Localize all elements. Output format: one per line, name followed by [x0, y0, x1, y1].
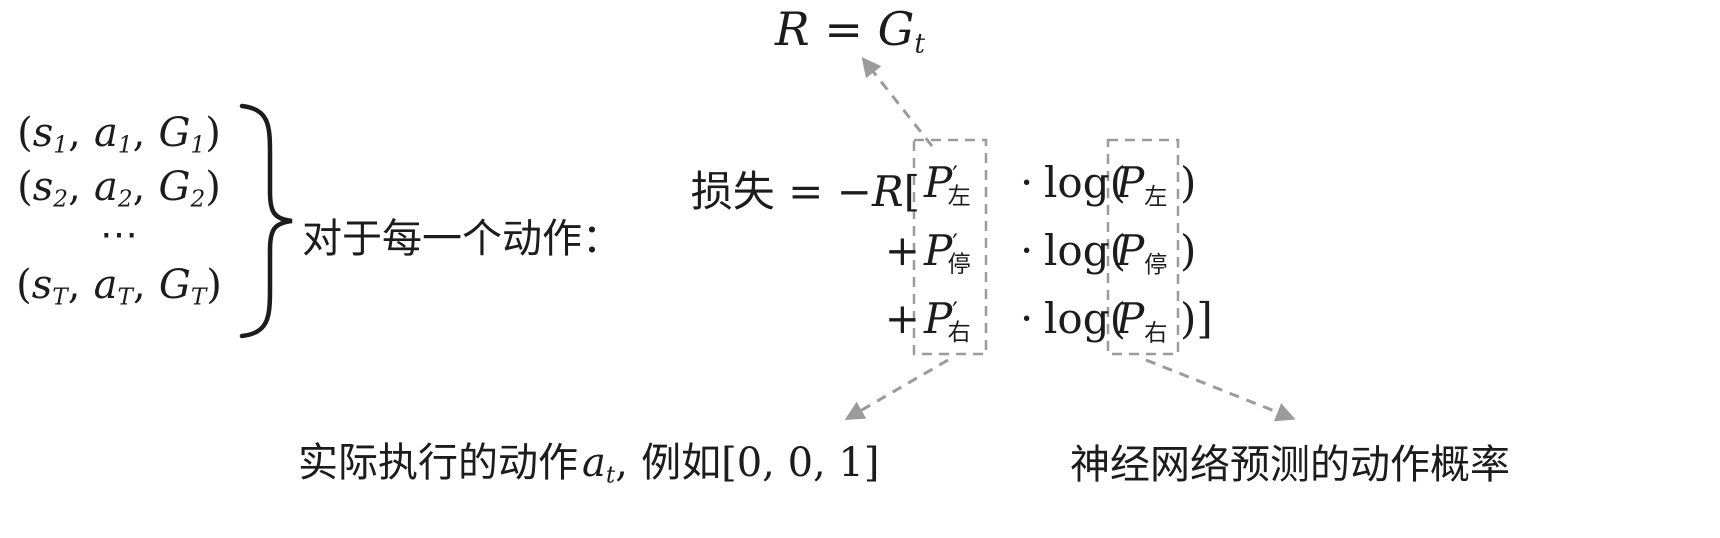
- open-paren: (: [16, 262, 32, 308]
- example-word: 例如: [641, 440, 722, 486]
- comma: ,: [68, 110, 81, 156]
- comma: ,: [615, 440, 628, 486]
- prob-var: P: [1116, 294, 1145, 343]
- episode-tuple-row-2: (s2,a2,G2): [0, 164, 238, 212]
- equals-sign: =: [788, 167, 824, 216]
- stop-action-subscript: 停: [947, 251, 971, 278]
- close-paren: ): [1180, 226, 1197, 275]
- comma: ,: [67, 262, 81, 308]
- arrow-to-executed-action-label: [844, 358, 949, 420]
- stop-action-subscript: 停: [1144, 252, 1168, 279]
- close-paren: ): [205, 110, 221, 156]
- episode-tuple-row-3: (sT,aT,GT): [0, 262, 238, 310]
- comma: ,: [132, 262, 146, 308]
- log-open: log(: [1044, 294, 1126, 343]
- state-subscript: T: [52, 283, 68, 311]
- open-paren: (: [17, 164, 33, 210]
- loss-line-3-lead: +: [540, 294, 920, 343]
- prob-var: P: [1116, 226, 1145, 275]
- prime-mark: ′: [952, 229, 958, 259]
- time-subscript: t: [605, 461, 616, 489]
- prob-var: P: [924, 226, 953, 275]
- open-bracket: [: [903, 167, 920, 216]
- predicted-prob-term-left: P左: [1116, 158, 1167, 211]
- dashed-box-predicted-probabilities: [1106, 138, 1180, 356]
- executed-prob-term-right: P′右: [924, 294, 971, 346]
- left-action-subscript: 左: [1144, 184, 1168, 211]
- log-open: log(: [1044, 158, 1126, 207]
- state-var: s: [31, 262, 53, 308]
- executed-prob-term-left: P′左: [924, 158, 971, 210]
- reward-var: R: [775, 2, 810, 56]
- episode-dots: ⋯: [0, 212, 238, 256]
- multiply-dot: ·: [1020, 294, 1034, 343]
- plus-sign: +: [884, 294, 920, 343]
- loss-line-1-lead: 损失 =−R[: [540, 158, 920, 219]
- action-subscript: 1: [117, 131, 133, 159]
- return-var: G: [158, 262, 191, 308]
- return-var: G: [158, 164, 191, 210]
- multiply-dot: ·: [1020, 158, 1034, 207]
- action-subscript: T: [117, 283, 133, 311]
- comma: ,: [132, 110, 146, 156]
- action-var: a: [93, 262, 118, 308]
- time-subscript: t: [914, 28, 926, 60]
- curly-brace: [239, 103, 293, 339]
- close-paren: ): [1180, 158, 1197, 207]
- log-open: log(: [1044, 226, 1126, 275]
- return-subscript: 1: [190, 131, 206, 159]
- predicted-prob-term-stop: P停: [1116, 226, 1167, 279]
- reward-var: R: [871, 167, 904, 216]
- state-subscript: 1: [53, 131, 69, 159]
- action-var: a: [93, 164, 118, 210]
- loss-label: 损失: [690, 167, 775, 216]
- state-subscript: 2: [53, 185, 69, 213]
- plus-sign: +: [884, 226, 920, 275]
- equals-sign: =: [824, 2, 863, 56]
- open-paren: (: [17, 110, 33, 156]
- example-vector: [0, 0, 1]: [721, 440, 880, 486]
- state-var: s: [32, 110, 54, 156]
- prob-var: P: [924, 294, 953, 343]
- state-var: s: [32, 164, 54, 210]
- prob-var: P: [924, 158, 953, 207]
- comma: ,: [68, 164, 81, 210]
- action-subscript: 2: [117, 185, 133, 213]
- close-paren: ): [206, 262, 222, 308]
- action-var: a: [93, 110, 118, 156]
- prime-mark: ′: [952, 297, 958, 327]
- executed-action-text: 实际执行的动作: [298, 440, 578, 486]
- executed-prob-term-stop: P′停: [924, 226, 971, 278]
- arrow-to-return-formula: [861, 56, 934, 147]
- multiply-dot: ·: [1020, 226, 1034, 275]
- right-action-subscript: 右: [947, 319, 971, 346]
- return-formula: R = Gt: [775, 2, 925, 59]
- return-subscript: 2: [190, 185, 206, 213]
- return-var: G: [158, 110, 191, 156]
- prob-var: P: [1116, 158, 1145, 207]
- return-var: G: [877, 2, 915, 56]
- dashed-box-executed-actions: [912, 138, 988, 356]
- close-paren: ): [205, 164, 221, 210]
- close-paren-bracket: )]: [1180, 294, 1213, 343]
- ellipsis: ⋯: [100, 212, 138, 256]
- predicted-prob-term-right: P右: [1116, 294, 1167, 347]
- right-action-subscript: 右: [1144, 320, 1168, 347]
- return-subscript: T: [190, 283, 207, 311]
- comma: ,: [132, 164, 146, 210]
- prime-mark: ′: [952, 161, 958, 191]
- arrow-to-predicted-probability-label: [1145, 358, 1296, 422]
- action-var: a: [582, 440, 606, 486]
- episode-tuple-row-1: (s1,a1,G1): [0, 110, 238, 158]
- loss-line-2-lead: +: [540, 226, 920, 275]
- predicted-probability-annotation: 神经网络预测的动作概率: [1070, 442, 1510, 488]
- for-each-action-label: 对于每一个动作：: [302, 216, 622, 262]
- minus-sign: −: [836, 167, 872, 216]
- left-action-subscript: 左: [947, 183, 971, 210]
